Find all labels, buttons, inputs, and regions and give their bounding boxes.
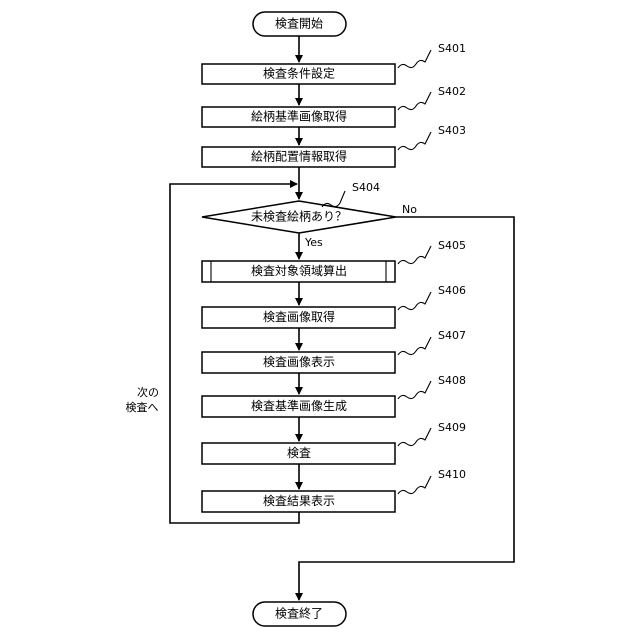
s403-label: 絵柄配置情報取得 [251, 149, 347, 164]
process-s406: 検査画像取得 [202, 307, 395, 328]
s410-leader [398, 476, 431, 494]
start-terminal: 検査開始 [253, 12, 346, 36]
decision-s404: 未検査絵柄あり？ [202, 201, 396, 233]
s402-id: S402 [438, 85, 466, 98]
s403-leader [398, 132, 431, 150]
process-s409: 検査 [202, 443, 395, 464]
process-s410: 検査結果表示 [202, 491, 395, 512]
s406-id: S406 [438, 284, 466, 297]
s407-label: 検査画像表示 [263, 355, 335, 369]
s409-id: S409 [438, 421, 466, 434]
s404-id: S404 [352, 181, 380, 194]
s402-label: 絵柄基準画像取得 [251, 109, 347, 124]
s408-id: S408 [438, 374, 466, 387]
no-label: No [402, 203, 417, 216]
s404-leader [322, 191, 345, 207]
process-s402: 絵柄基準画像取得 [202, 107, 395, 127]
s409-leader [398, 428, 431, 446]
s409-label: 検査 [287, 446, 311, 460]
yes-label: Yes [304, 236, 323, 249]
s406-label: 検査画像取得 [263, 309, 335, 324]
s401-label: 検査条件設定 [263, 66, 335, 81]
loop-label-line1: 次の [137, 385, 159, 399]
process-s405: 検査対象領域算出 [202, 261, 395, 282]
s408-leader [398, 381, 431, 399]
s404-label: 未検査絵柄あり？ [251, 209, 347, 224]
s405-leader [398, 246, 431, 264]
s407-leader [398, 337, 431, 355]
s410-label: 検査結果表示 [263, 494, 335, 508]
s410-id: S410 [438, 468, 466, 481]
s405-label: 検査対象領域算出 [251, 263, 347, 278]
s403-id: S403 [438, 124, 466, 137]
s407-id: S407 [438, 329, 466, 342]
loop-label-line2: 検査へ [126, 400, 159, 414]
process-s408: 検査基準画像生成 [202, 396, 395, 417]
s402-leader [398, 92, 431, 110]
process-s403: 絵柄配置情報取得 [202, 147, 395, 167]
start-label: 検査開始 [275, 17, 323, 31]
process-s407: 検査画像表示 [202, 352, 395, 373]
s408-label: 検査基準画像生成 [251, 398, 347, 413]
s401-leader [398, 50, 431, 68]
process-s401: 検査条件設定 [202, 64, 395, 84]
s401-id: S401 [438, 42, 466, 55]
end-label: 検査終了 [275, 606, 323, 621]
s406-leader [398, 292, 431, 310]
s405-id: S405 [438, 239, 466, 252]
end-terminal: 検査終了 [253, 602, 346, 626]
